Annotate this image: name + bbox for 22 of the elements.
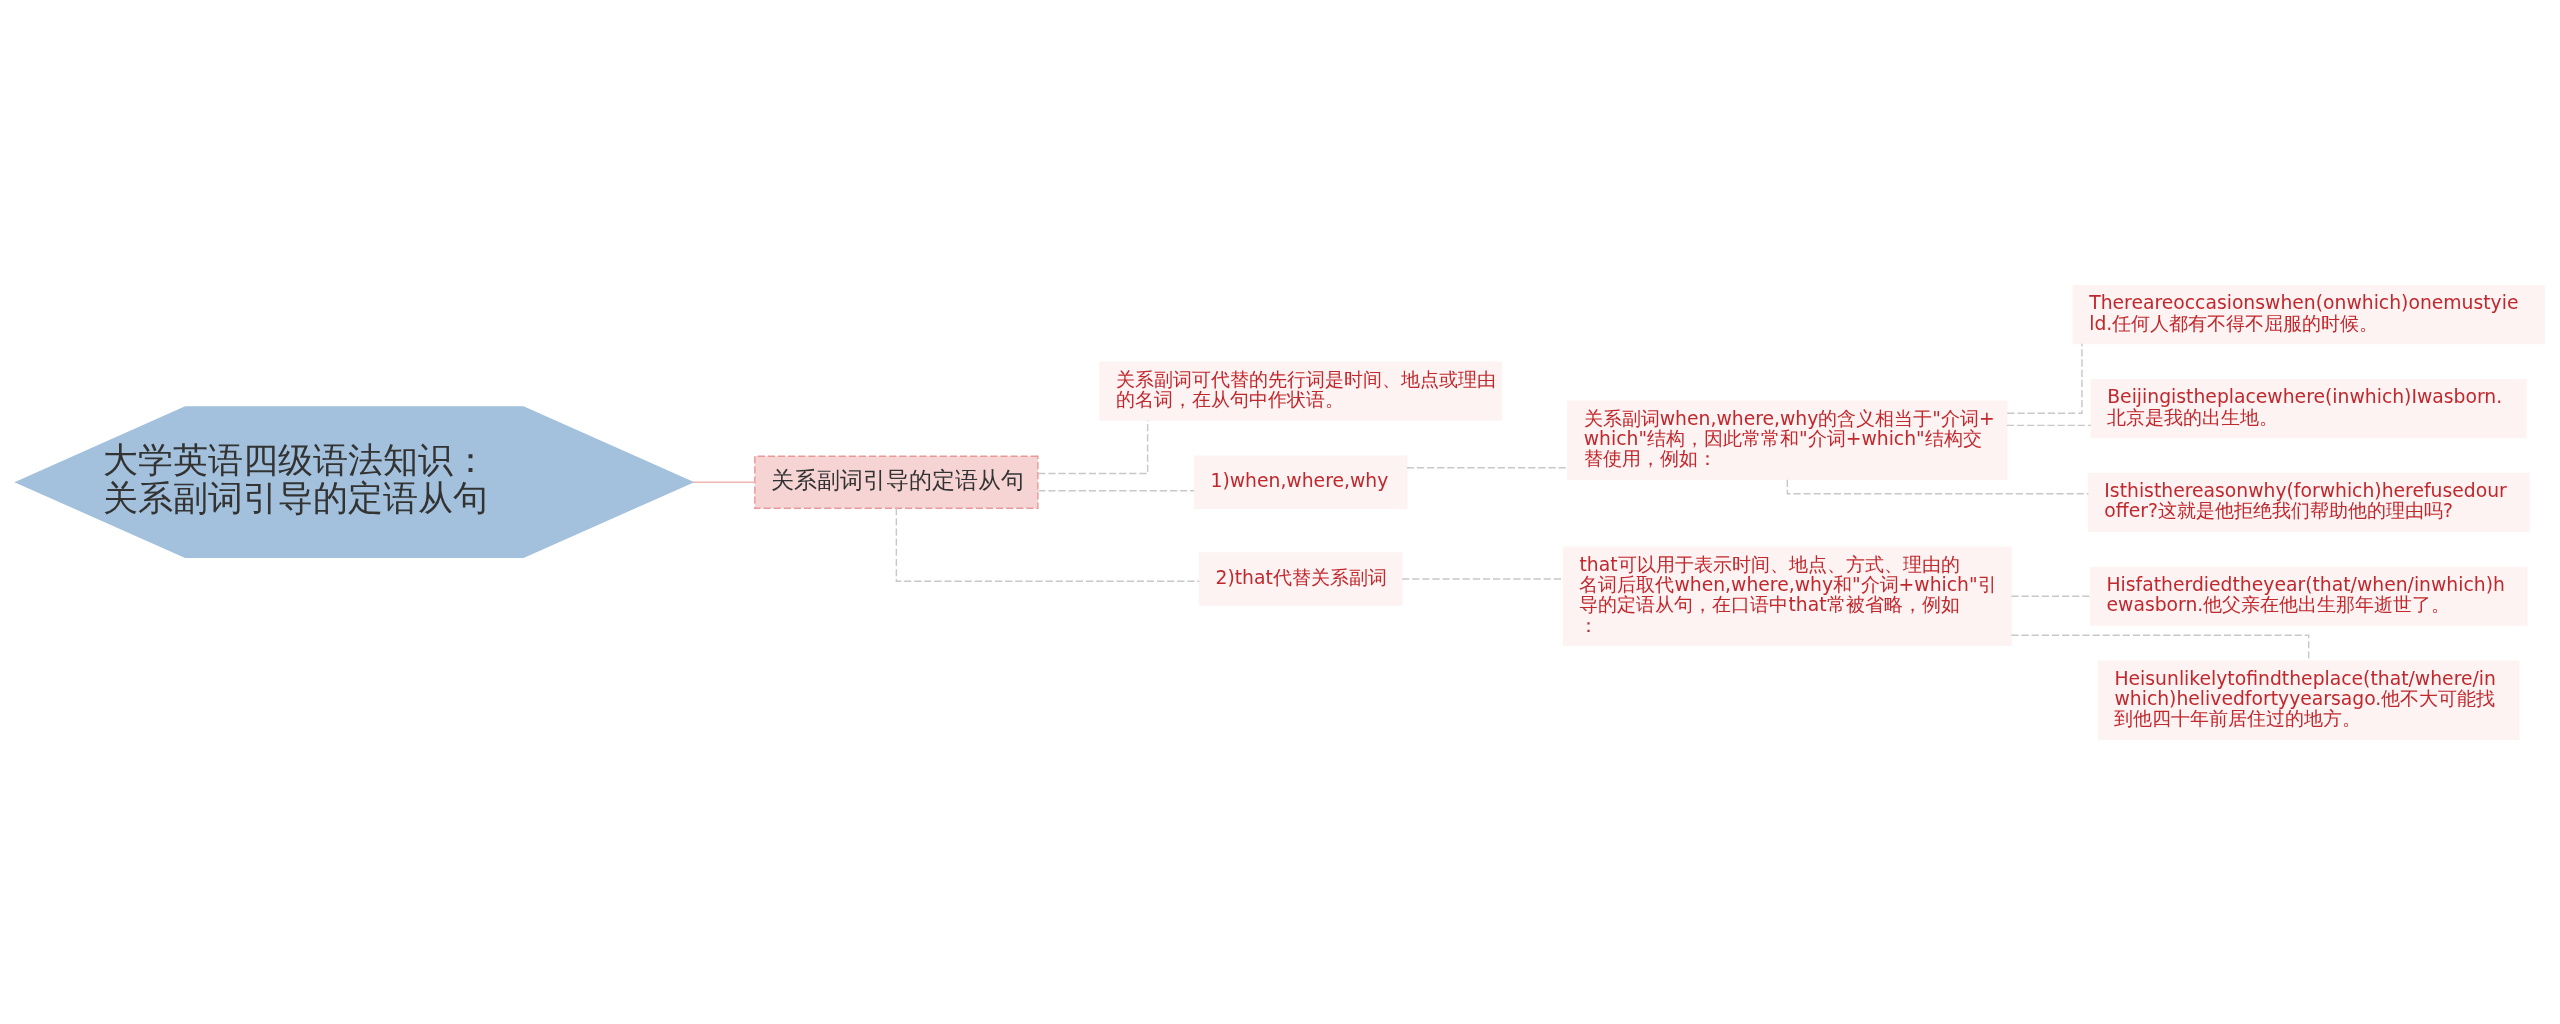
- node-box: 关系副词可代替的先行词是时间、地点或理由的名词，在从句中作状语。: [1099, 361, 1503, 421]
- node-box: 关系副词引导的定语从句: [754, 454, 1039, 509]
- node-box: that可以用于表示时间、地点、方式、理由的名词后取代when,where,why和"介词+which"引导的定语从句，在口语中that常被省略，例如：: [1562, 545, 2012, 646]
- connector: [2010, 595, 2092, 597]
- connector: [1401, 577, 1564, 580]
- node-box: Hisfatherdiedtheyear(that/when/inwhich)hewasborn.他父亲在他出生那年逝世了。: [2089, 566, 2528, 626]
- connector: [1037, 489, 1195, 492]
- node-box: Heisunlikelytofindtheplace(that/where/inwhich)helivedfortyyearsago.他不大可能找到他四十年前居住过的地方。: [2097, 660, 2520, 740]
- node-box: 2)that代替关系副词: [1198, 551, 1403, 606]
- connector: [2010, 634, 2310, 662]
- connector: [1786, 478, 2090, 494]
- connector: [2006, 424, 2092, 426]
- connector: [895, 507, 1200, 582]
- node-box: Beijingistheplacewhere(inwhich)Iwasborn.北京是我的出生地。: [2090, 378, 2527, 438]
- node-box: Isthisthereasonwhy(forwhich)herefusedouroffer?这就是他拒绝我们帮助他的理由吗?: [2087, 472, 2530, 532]
- connector: [2006, 342, 2083, 414]
- connector: [691, 480, 756, 483]
- node-box: 关系副词when,where,why的含义相当于"介词+which"结构，因此常常和"介词+which"结构交替使用，例如：: [1567, 400, 2008, 480]
- connector: [1037, 419, 1149, 474]
- node-box: Thereareoccasionswhen(onwhich)onemustyield.任何人都有不得不屈服的时候。: [2072, 284, 2545, 344]
- node-box: 1)when,where,why: [1193, 454, 1408, 509]
- connector: [1406, 466, 1569, 468]
